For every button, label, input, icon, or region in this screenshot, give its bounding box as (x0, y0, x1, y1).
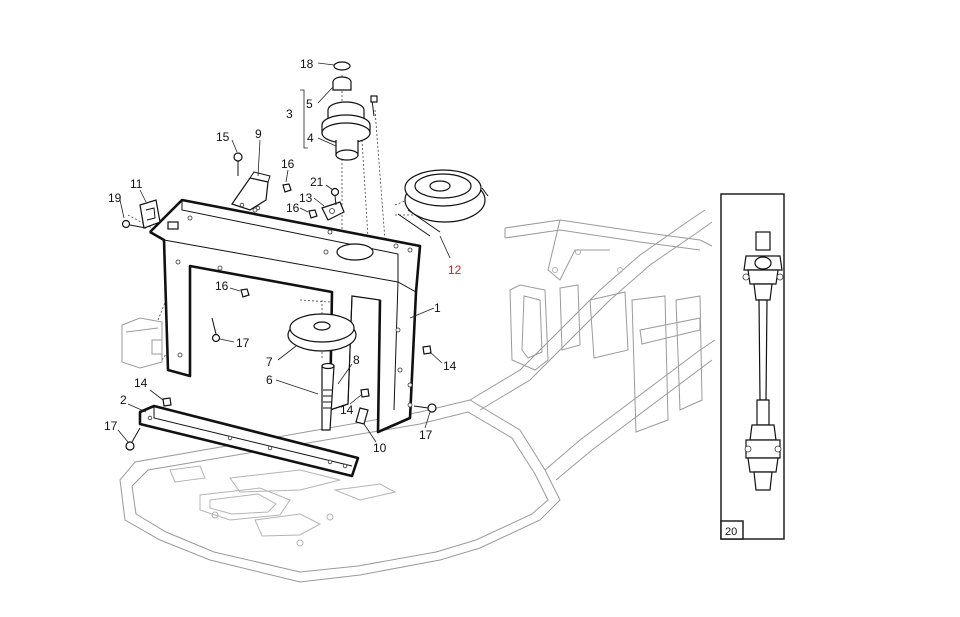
callout-8: 8 (353, 353, 360, 367)
callout-2: 2 (120, 393, 127, 407)
mount-plate-ghost (121, 317, 163, 369)
callout-5: 5 (306, 97, 313, 111)
callout-16: 16 (215, 279, 229, 293)
fasteners (121, 152, 437, 451)
callout-14: 14 (443, 359, 457, 373)
callout-16: 16 (286, 201, 300, 215)
bracket-part-13 (321, 201, 345, 221)
callout-6: 6 (266, 373, 273, 387)
callout-4: 4 (307, 131, 314, 145)
pulley-assembly-part-3 (321, 61, 378, 161)
frame-part-1 (149, 198, 422, 434)
callout-21: 21 (310, 175, 324, 189)
pulley-part-7 (287, 313, 357, 352)
callout-14: 14 (340, 403, 354, 417)
callout-19: 19 (108, 191, 122, 205)
callout-15: 15 (216, 130, 230, 144)
inset-driveshaft: 20 (720, 193, 785, 540)
callout-18: 18 (300, 57, 314, 71)
crossbar-part-2 (138, 404, 360, 478)
callout-1: 1 (434, 301, 441, 315)
callouts: 18 5 3 4 15 9 16 21 13 16 11 19 12 1 16 … (104, 57, 462, 455)
callout-10: 10 (373, 441, 387, 455)
callout-11: 11 (130, 177, 143, 191)
callout-17: 17 (104, 419, 118, 433)
callout-9: 9 (255, 127, 262, 141)
leader-lines (117, 62, 451, 443)
callout-7: 7 (266, 355, 273, 369)
plate-part-11 (139, 199, 161, 229)
callout-13: 13 (299, 191, 313, 205)
callout-12: 12 (448, 263, 462, 277)
shaft-part-6 (321, 362, 335, 431)
chassis-ghost (119, 209, 716, 583)
inset-label: 20 (725, 526, 737, 538)
callout-17: 17 (236, 336, 250, 350)
callout-17: 17 (419, 428, 433, 442)
bracket-part-9 (231, 171, 271, 211)
callout-3: 3 (286, 107, 293, 121)
clutch-part-12 (397, 169, 489, 237)
callout-14: 14 (134, 376, 148, 390)
callout-16: 16 (281, 157, 295, 171)
